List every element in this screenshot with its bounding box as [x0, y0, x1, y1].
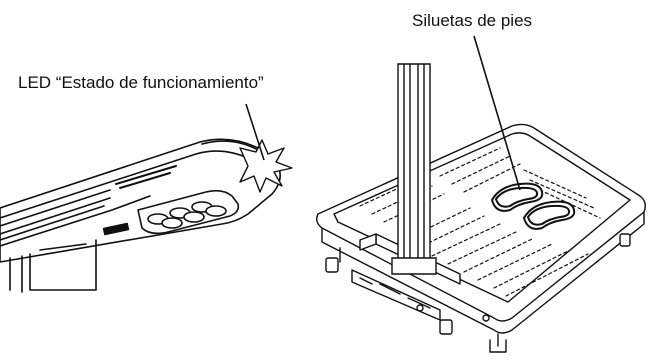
scale-platform	[315, 123, 647, 353]
control-button-6	[205, 205, 227, 217]
control-pad	[137, 189, 240, 235]
brand-text-mark	[115, 165, 177, 189]
control-button-4	[161, 217, 183, 229]
foot-front	[439, 319, 453, 335]
led-status-label: LED “Estado de funcionamiento”	[18, 73, 264, 92]
measuring-column	[391, 63, 437, 275]
control-button-5	[183, 211, 205, 223]
foot-left	[325, 257, 339, 273]
led-flash-icon	[239, 139, 293, 193]
feet-leader-line	[473, 35, 521, 191]
foot-silhouettes-label: Siluetas de pies	[412, 11, 533, 30]
led-leader-line	[245, 103, 265, 161]
foot-back-right	[619, 233, 631, 247]
label-plate	[102, 222, 130, 236]
console-closeup	[0, 138, 293, 293]
foot-silhouettes	[491, 182, 576, 230]
